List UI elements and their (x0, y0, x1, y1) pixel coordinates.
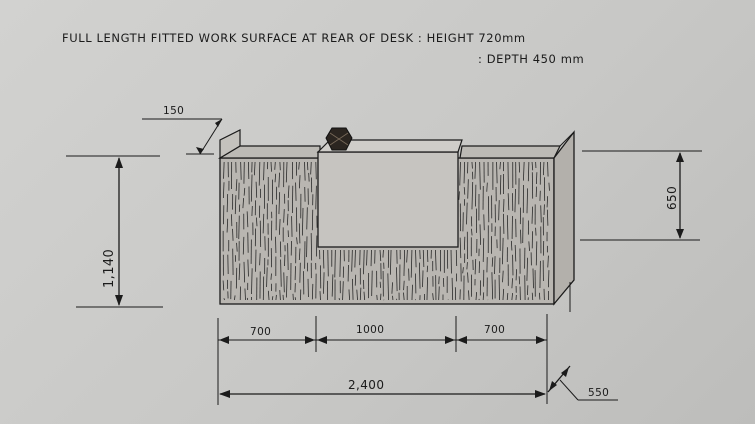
note-line-2: : DEPTH 450 mm (478, 52, 584, 66)
dim-label-150: 150 (163, 105, 184, 117)
dim-label-left-700: 700 (250, 326, 271, 338)
left-side-panel (219, 129, 241, 160)
dim-label-550: 550 (588, 387, 609, 399)
dim-side-thickness: 150 (142, 105, 223, 155)
dim-label-center-1000: 1000 (356, 324, 384, 336)
dim-label-1140: 1,140 (102, 249, 117, 288)
dim-total-width: 2,400 (217, 352, 548, 405)
dim-label-650: 650 (665, 186, 679, 210)
desk-ornament (325, 127, 353, 151)
right-side-panel (553, 130, 575, 306)
dim-label-2400: 2,400 (348, 378, 384, 392)
dim-segments: 700 1000 700 (217, 314, 548, 352)
dim-label-right-700: 700 (484, 324, 505, 336)
note-line-1: FULL LENGTH FITTED WORK SURFACE AT REAR … (62, 31, 526, 45)
wood-grain (222, 161, 550, 301)
dim-total-height: 1,140 (66, 155, 163, 308)
counter-top (316, 139, 463, 153)
dim-counter-height: 650 (580, 150, 702, 241)
desk-top-right (459, 145, 561, 159)
dim-depth: 550 (547, 282, 618, 401)
desk-body (217, 127, 575, 306)
counter-opening (317, 151, 459, 248)
